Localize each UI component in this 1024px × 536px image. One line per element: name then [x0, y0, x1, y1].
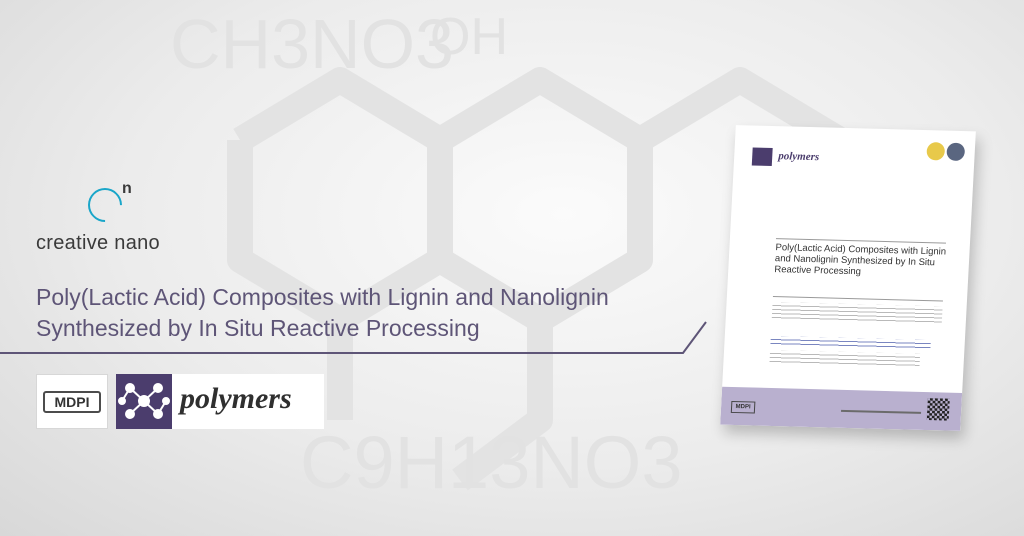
article-cover-molecule-icon: [751, 147, 773, 167]
article-cover-rule: [772, 296, 943, 302]
background-formula-top: CH3NO3: [170, 5, 454, 83]
molecule-icon: [116, 374, 172, 429]
background-formula-hydroxyl: OH: [430, 8, 508, 66]
article-cover-special-issue-link: [770, 335, 931, 351]
article-cover-title: Poly(Lactic Acid) Composites with Lignin…: [774, 242, 948, 279]
mdpi-logo-text: MDPI: [43, 391, 101, 413]
polymers-journal-logo: polymers: [116, 374, 324, 429]
creative-nano-logo: n creative nano: [36, 180, 216, 260]
creative-nano-superscript: n: [122, 180, 132, 197]
page-title-line-1: Poly(Lactic Acid) Composites with Lignin…: [36, 284, 609, 310]
creative-nano-wordmark: creative nano: [36, 232, 160, 254]
polymers-wordmark: polymers: [180, 382, 292, 415]
article-cover-authors: [771, 302, 943, 325]
journal-article-cover-image: polymers Poly(Lactic Acid) Composites wi…: [720, 125, 976, 431]
indexing-badge-icon: [946, 142, 966, 162]
article-cover-footer: MDPI: [720, 386, 963, 431]
background-formula-bottom: C9H13NO3: [300, 421, 683, 504]
mdpi-logo: MDPI: [36, 374, 108, 429]
article-cover-editors: [769, 349, 921, 368]
page-title-line-2: Synthesized by In Situ Reactive Processi…: [36, 315, 480, 341]
article-cover-doi-line: [840, 409, 922, 414]
article-cover-journal-name: polymers: [777, 150, 820, 164]
article-cover-mdpi-logo: MDPI: [730, 400, 756, 414]
qr-code-icon: [926, 398, 950, 421]
page-title: Poly(Lactic Acid) Composites with Lignin…: [36, 282, 716, 344]
impact-factor-badge-icon: [926, 142, 946, 161]
headline-underline-divider: [0, 321, 707, 354]
